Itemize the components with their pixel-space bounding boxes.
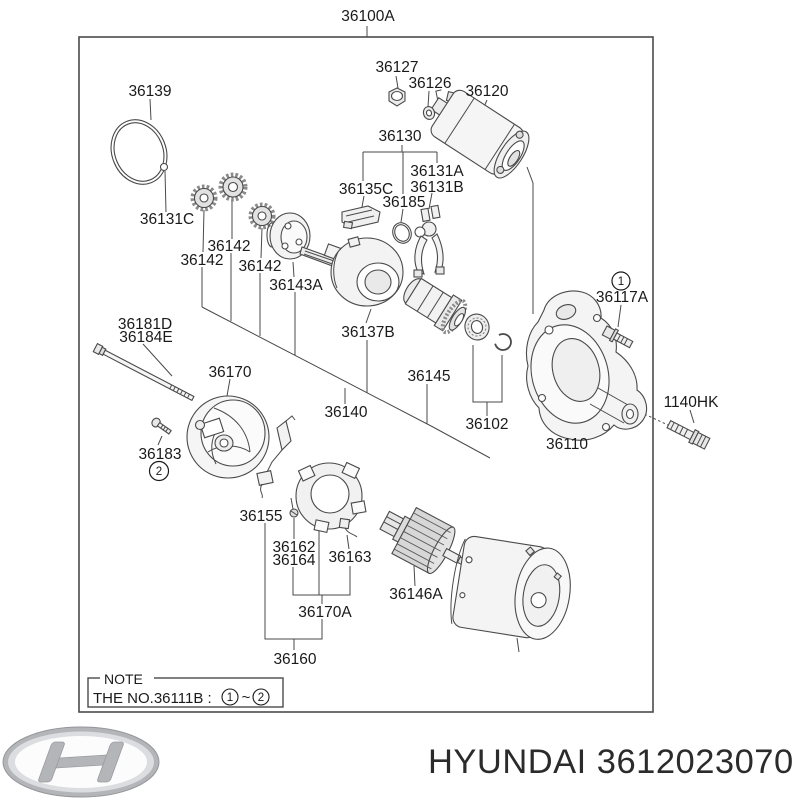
part-label-36131B: 36131B [410, 179, 463, 196]
note-separator: ~ [242, 689, 251, 706]
hyundai-logo [2, 726, 160, 798]
part-label-36185: 36185 [382, 194, 425, 211]
part-label-36142: 36142 [238, 258, 281, 275]
note-title-mask [100, 670, 154, 684]
shift-fork-36131-drawing [413, 204, 445, 278]
note-body: THE NO.36111B : [93, 690, 212, 707]
leader-lines [142, 26, 695, 653]
badge-2-number: 2 [156, 466, 162, 478]
part-label-36146A: 36146A [389, 586, 443, 603]
badge-1-number: 1 [618, 276, 624, 288]
logo-h-glyph [38, 741, 124, 783]
part-label-36140: 36140 [324, 404, 367, 421]
rear-bracket-36170-drawing [186, 395, 270, 479]
part-label-36155: 36155 [239, 508, 282, 525]
brush-holder-36170A-drawing [295, 461, 367, 533]
part-label-36160: 36160 [273, 651, 316, 668]
magnet-switch-36135C-drawing [341, 205, 381, 230]
part-label-36130: 36130 [378, 128, 421, 145]
stopper-ring-36102-drawing [494, 333, 512, 351]
badge-1: 1 [611, 271, 631, 291]
footer-brand: HYUNDAI [428, 743, 587, 781]
part-label-36137B: 36137B [341, 324, 394, 341]
planet-carrier-shaft-36143A-drawing [266, 212, 353, 271]
note-box: NOTE THE NO.36111B : 1 ~ 2 [87, 670, 284, 708]
grommet-36155-drawing [289, 508, 299, 518]
note-title: NOTE [104, 671, 143, 687]
planet-gear-drawing [190, 184, 218, 212]
note-badge-1-circle [221, 688, 239, 706]
part-label-1140HK: 1140HK [664, 394, 720, 411]
planet-gear-drawing [218, 172, 248, 202]
part-label-36110: 36110 [546, 436, 588, 453]
overrunning-clutch-36145-drawing [403, 277, 468, 335]
part-label-36139: 36139 [128, 83, 171, 100]
part-label-36142: 36142 [180, 252, 223, 269]
washer-36126-drawing [422, 106, 436, 120]
footer-number: 3612023070 [597, 743, 794, 781]
part-label-36131A: 36131A [410, 163, 464, 180]
ball-36131C-drawing [159, 162, 169, 172]
part-label-36102: 36102 [465, 416, 508, 433]
part-label-36127: 36127 [375, 59, 418, 76]
brush-spring-36155-drawing [256, 415, 296, 499]
part-label-36126: 36126 [408, 75, 451, 92]
badge-2: 2 [148, 460, 170, 482]
part-label-36131C: 36131C [140, 211, 194, 228]
part-label-36100A: 36100A [341, 8, 395, 25]
part-label-36142: 36142 [207, 238, 250, 255]
solenoid-36120-drawing [430, 89, 530, 179]
part-label-36117A: 36117A [596, 289, 649, 306]
planet-gear-drawing [248, 202, 276, 230]
part-label-36162: 36162 [272, 539, 315, 556]
part-label-36164: 36164 [272, 552, 315, 569]
part-label-36184E: 36184E [119, 329, 172, 346]
drive-housing-36137B-drawing [323, 236, 404, 307]
snap-ring-36139-drawing [110, 119, 168, 185]
nut-36127-drawing [388, 87, 406, 107]
part-label-36170A: 36170A [298, 604, 352, 621]
note-badge-1-number: 1 [227, 692, 233, 704]
part-label-36163: 36163 [328, 549, 371, 566]
part-label-36170: 36170 [208, 364, 251, 381]
part-label-36143A: 36143A [269, 277, 323, 294]
part-label-36135C: 36135C [339, 181, 393, 198]
part-label-36181D: 36181D [118, 316, 172, 333]
note-badge-2-number: 2 [258, 692, 264, 704]
footer-part-number-text: HYUNDAI 3612023070 [428, 743, 794, 781]
screw-36183-drawing [151, 417, 172, 435]
yoke-36150-drawing [450, 535, 571, 640]
bolt-1140HK-drawing [666, 419, 711, 450]
armature-36146A-drawing [379, 506, 468, 575]
part-label-36120: 36120 [465, 83, 508, 100]
mounting-bracket-36110-drawing [525, 290, 648, 441]
through-bolt-36181D-drawing [92, 342, 195, 402]
part-label-36145: 36145 [407, 368, 450, 385]
brush-36163-drawing [338, 517, 358, 538]
bolt-36117A-drawing [601, 325, 634, 349]
o-ring-36185-drawing [392, 222, 412, 244]
note-badge-2-circle [252, 688, 270, 706]
bearing-36102-drawing [464, 313, 490, 341]
part-label-36183: 36183 [138, 446, 181, 463]
